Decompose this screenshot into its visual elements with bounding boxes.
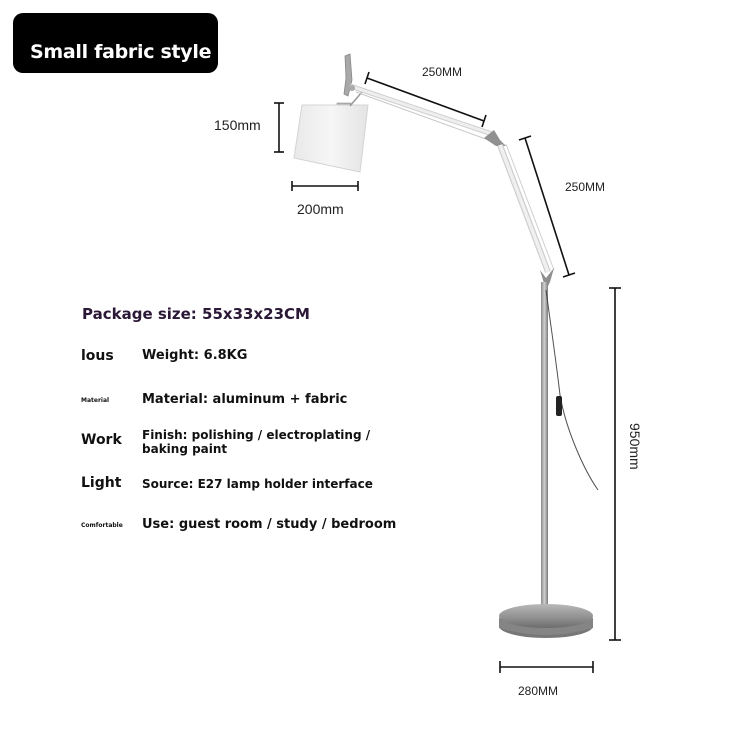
label-comfortable: Comfortable <box>81 522 123 529</box>
adjust-handle-icon <box>343 53 353 97</box>
lamp-pole <box>541 282 548 612</box>
label-light: Light <box>81 475 122 491</box>
lamp-base <box>499 604 593 628</box>
dim-lower-arm: 250MM <box>565 180 606 194</box>
dim-upper-arm: 250MM <box>422 65 463 79</box>
package-size-text: Package size: 55x33x23CM <box>82 305 310 323</box>
title-text: Small fabric style <box>30 41 212 63</box>
cord-switch <box>556 396 562 416</box>
value-material: Material: aluminum + fabric <box>142 392 348 407</box>
label-material: Material <box>81 397 110 404</box>
title-badge: Small fabric style <box>13 13 218 73</box>
dim-shade-height: 150mm <box>214 117 261 133</box>
label-work: Work <box>81 432 122 448</box>
dim-base-diameter: 280MM <box>518 684 559 698</box>
label-weight: lous <box>81 348 114 364</box>
dim-shade-width: 200mm <box>297 201 344 217</box>
value-use: Use: guest room / study / bedroom <box>142 517 397 532</box>
value-weight: Weight: 6.8KG <box>142 348 248 363</box>
lamp-shade <box>293 104 369 173</box>
dim-total-height: 950mm <box>627 423 643 470</box>
value-source: Source: E27 lamp holder interface <box>142 477 373 491</box>
value-finish: Finish: polishing / electroplating / bak… <box>142 428 371 456</box>
